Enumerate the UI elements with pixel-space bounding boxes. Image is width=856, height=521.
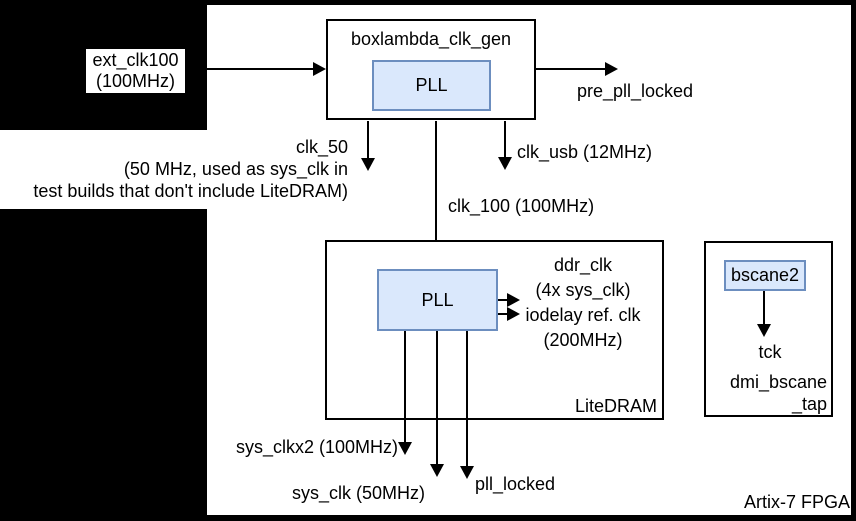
clk-50-line3: test builds that don't include LiteDRAM) [33, 181, 348, 201]
pre-pll-locked-label: pre_pll_locked [576, 81, 694, 101]
dmi-bscane-tap-line1: dmi_bscane [729, 372, 827, 392]
arrow-line [367, 121, 369, 159]
clk-gen-pll-label: PLL [415, 75, 448, 95]
arrow-head-down-icon [460, 466, 474, 479]
arrow-head-down-icon [398, 442, 412, 455]
dmi-bscane-tap-line2: _tap [791, 394, 827, 414]
arrow-line [205, 68, 314, 70]
ddr-clk-line4: (200MHz) [543, 330, 623, 350]
pll-locked-label: pll_locked [475, 474, 556, 494]
clk-50-line2: (50 MHz, used as sys_clk in [123, 159, 348, 179]
arrow-line [498, 299, 509, 301]
bscane2-label: bscane2 [730, 265, 800, 285]
arrow-head-down-icon [757, 324, 771, 337]
bscane2-box: bscane2 [724, 260, 806, 291]
sys-clkx2-label: sys_clkx2 (100MHz) [235, 437, 398, 457]
arrow-head-right-icon [313, 62, 326, 76]
clk-50-line1: clk_50 [295, 137, 348, 157]
ext-clk100-label: ext_clk100 (100MHz) [86, 49, 185, 93]
clk-usb-label: clk_usb (12MHz) [517, 142, 653, 162]
arrow-line [404, 331, 406, 443]
ddr-clk-line2: (4x sys_clk) [535, 280, 631, 300]
arrow-head-right-icon [507, 293, 520, 307]
arrow-head-right-icon [605, 62, 618, 76]
ddr-clk-line1: ddr_clk [553, 255, 613, 275]
fpga-label: Artix-7 FPGA [743, 492, 850, 512]
ddr-clk-line3: iodelay ref. clk [525, 305, 641, 325]
boxlambda-clk-gen-title: boxlambda_clk_gen [350, 29, 512, 49]
arrow-line [466, 331, 468, 467]
clk-gen-pll-box: PLL [372, 60, 491, 111]
arrow-line [435, 121, 437, 257]
litedram-title: LiteDRAM [574, 396, 657, 416]
arrow-line [498, 313, 509, 315]
tck-label: tck [758, 342, 782, 362]
ext-clk100-line2: (100MHz) [95, 71, 175, 91]
ext-clk100-line1: ext_clk100 [92, 50, 179, 70]
arrow-head-down-icon [361, 158, 375, 171]
dmi-bscane-tap-label: dmi_bscane _tap [706, 371, 827, 415]
arrow-line [436, 331, 438, 465]
arrow-line [763, 291, 765, 324]
arrow-head-down-icon [498, 157, 512, 170]
sys-clk-label: sys_clk (50MHz) [292, 483, 426, 503]
arrow-head-down-icon [430, 464, 444, 477]
litedram-pll-box: PLL [377, 269, 498, 331]
litedram-pll-label: PLL [421, 289, 454, 310]
arrow-line [504, 121, 506, 158]
arrow-line [536, 68, 606, 70]
clk-50-label: clk_50 (50 MHz, used as sys_clk in test … [0, 130, 356, 209]
clk-100-label: clk_100 (100MHz) [448, 196, 595, 216]
arrow-head-right-icon [507, 307, 520, 321]
ddr-clk-label: ddr_clk (4x sys_clk) iodelay ref. clk (2… [515, 253, 651, 353]
